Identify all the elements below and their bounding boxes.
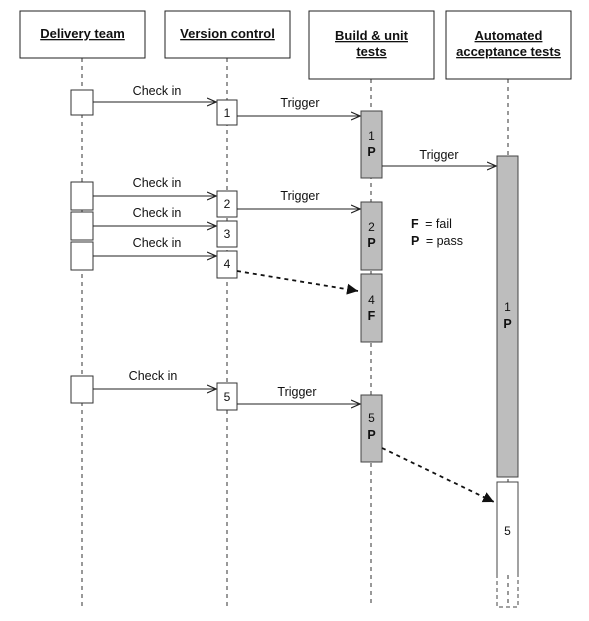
delivery-activation-4 [70,241,94,271]
delivery-activation-2 [70,181,94,211]
commit-4-number: 4 [224,257,231,271]
check-in-label-2: Check in [133,176,182,190]
commit-3: 3 [216,220,238,248]
actor-label-version-control: Version control [180,26,275,41]
acceptance-run-1-number: 1 [504,300,511,314]
trigger-label-1: Trigger [280,96,319,110]
trigger-arrows [237,116,496,404]
actor-version-control: Version control [164,10,291,59]
build-4-number: 4 [368,293,375,307]
delivery-activations [70,89,94,404]
trigger-label-5: Trigger [277,385,316,399]
check-in-label-1: Check in [133,84,182,98]
check-in-label-4: Check in [133,236,182,250]
build-2-number: 2 [368,220,375,234]
commit-4: 4 [216,250,238,279]
delivery-activation-3 [70,211,94,241]
check-in-label-3: Check in [133,206,182,220]
build-1-number: 1 [368,129,375,143]
trigger-label-acceptance: Trigger [419,148,458,162]
lifelines [81,58,509,607]
acceptance-run-5: 5 [496,481,519,608]
actor-label-delivery-team: Delivery team [40,26,125,41]
check-in-arrows [93,102,216,389]
commit-5-number: 5 [224,390,231,404]
delivery-activation-1 [70,89,94,116]
commit-1: 1 [216,99,238,126]
legend-pass-text: = pass [426,234,463,248]
build-1-result: P [367,145,375,159]
legend-fail: F = fail [411,217,452,231]
legend-pass: P = pass [411,234,463,248]
legend-fail-text: = fail [425,217,452,231]
build-4-result: F [368,309,376,323]
acceptance-run-1-result: P [503,317,511,331]
check-in-label-5: Check in [129,369,178,383]
commit-2-number: 2 [224,197,231,211]
commit-1-number: 1 [224,106,231,120]
acceptance-run-1: 1 P [496,155,519,478]
build-5: 5 P [360,394,383,463]
build-1: 1 P [360,110,383,179]
queued-arrow-acceptance-5 [381,447,495,503]
legend-fail-key: F [411,217,419,231]
commit-2: 2 [216,190,238,218]
build-2-result: P [367,236,375,250]
legend: F = fail P = pass [411,217,463,248]
build-5-number: 5 [368,411,375,425]
acceptance-run-5-number: 5 [504,524,511,538]
delivery-activation-5 [70,375,94,404]
build-5-result: P [367,428,375,442]
commit-5: 5 [216,382,238,411]
build-4: 4 F [360,273,383,343]
trigger-label-2: Trigger [280,189,319,203]
queued-arrow-build-4 [236,270,359,295]
build-2: 2 P [360,201,383,271]
commit-3-number: 3 [224,227,231,241]
legend-pass-key: P [411,234,419,248]
actor-delivery-team: Delivery team [19,10,146,59]
